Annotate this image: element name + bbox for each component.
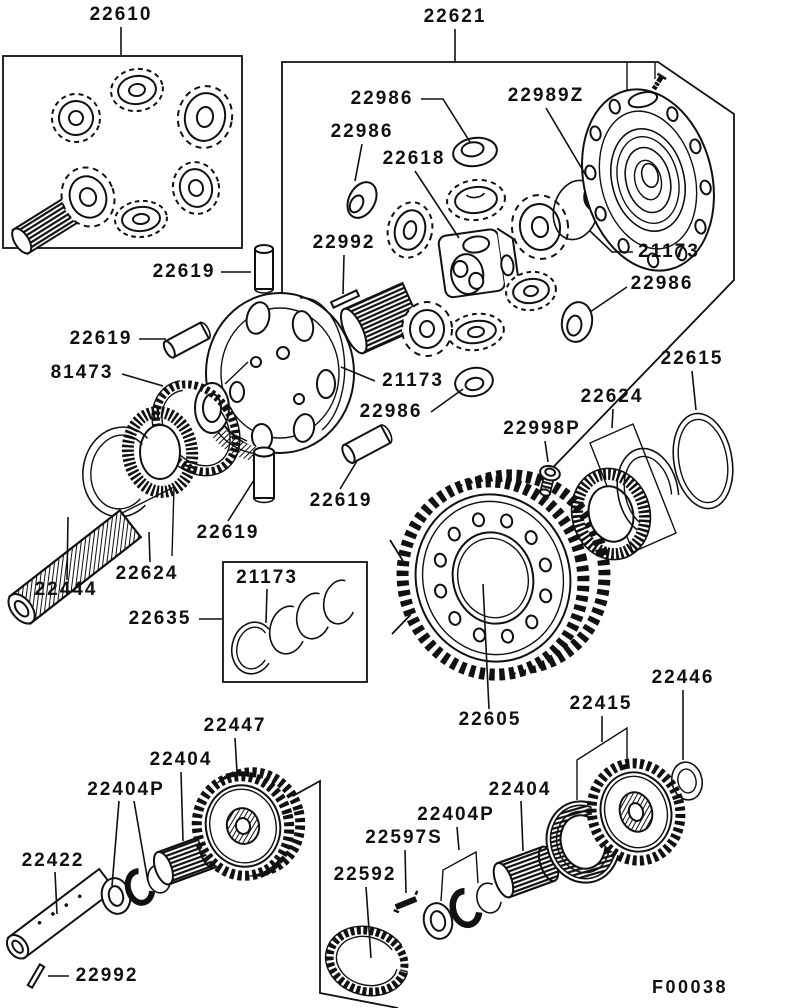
leader-line-22404 [180,771,184,842]
bearing-22624-left [82,406,199,518]
leader-line-21173 [340,366,376,382]
washer-22446 [671,761,703,801]
washer-set-22404p-left [100,864,171,915]
pin-22992-bottom [26,962,46,990]
leader-line-22986 [421,98,471,143]
assembly-carrier [7,244,453,625]
leader-line-22992 [342,254,345,295]
leader-line-22444 [66,516,69,581]
leader-line-22624 [148,531,151,563]
enclosure-22621 [281,61,735,635]
leader-lines [48,27,697,977]
leader-line-22404 [520,800,524,852]
leader-line-22986 [354,143,363,182]
pin-22619-a [254,244,274,294]
key-22597s [393,890,419,914]
part-gear-set-22610 [11,67,234,256]
differential-carrier [194,292,355,462]
screw [651,72,667,91]
bearing-22624-right [570,447,680,561]
spider-cross-22618 [437,227,521,299]
box-22610 [2,55,243,249]
leader-line-22615 [691,370,697,411]
gear-22415 [545,758,686,884]
leader-line-22404P [133,800,149,883]
pin-22619-d [253,446,275,504]
pin-22619-b [162,321,211,359]
washer-22986-a [452,136,498,168]
leader-line-22986 [589,286,628,313]
pin-22992-top [329,289,361,309]
leader-line-22605 [482,583,490,710]
assembly-ring-gear [396,412,734,681]
bolt-22998p [539,464,561,497]
washer-22986-c [560,301,594,343]
leader-line-22986 [430,388,464,413]
leader-line-21173 [589,230,633,253]
ring-22592 [324,925,410,997]
leader-line-81473 [121,373,164,387]
leader-line-22619 [227,479,255,522]
ring-gear-22605 [396,475,590,681]
leader-line-22619 [339,460,358,490]
flange-retainer [581,88,715,272]
gear-22447 [191,767,306,881]
pin-22619-c [341,423,393,465]
leader-line-22624 [611,408,614,429]
bracket-22404p [440,850,479,902]
leader-line-21173 [265,588,268,624]
washer-22986-d [454,366,494,398]
assembly-bottom [5,758,703,997]
box-22635 [222,561,368,683]
leader-line-22404P [456,826,460,851]
bracket-22415 [576,726,628,800]
shaft-22444 [7,508,143,625]
needle-bearing-22404-right [492,845,560,899]
leader-line-22447 [234,737,238,773]
leader-line-22618 [414,170,460,239]
leader-line-22989Z [545,107,589,180]
shaft-22422 [5,867,117,960]
assembly-22621 [329,72,715,398]
o-ring-22615 [672,412,734,510]
leader-line-22422 [54,871,58,915]
washer-set-22404p-center [422,882,502,940]
enclosure-bottom-group [281,779,399,1008]
washer-22986-b [346,181,378,219]
leader-line-22597S [404,849,407,894]
leader-line-22998P [544,440,549,463]
snap-ring-kit-22635 [230,579,358,675]
leader-line-22592 [365,886,372,959]
leader-line-22404P [111,800,120,887]
